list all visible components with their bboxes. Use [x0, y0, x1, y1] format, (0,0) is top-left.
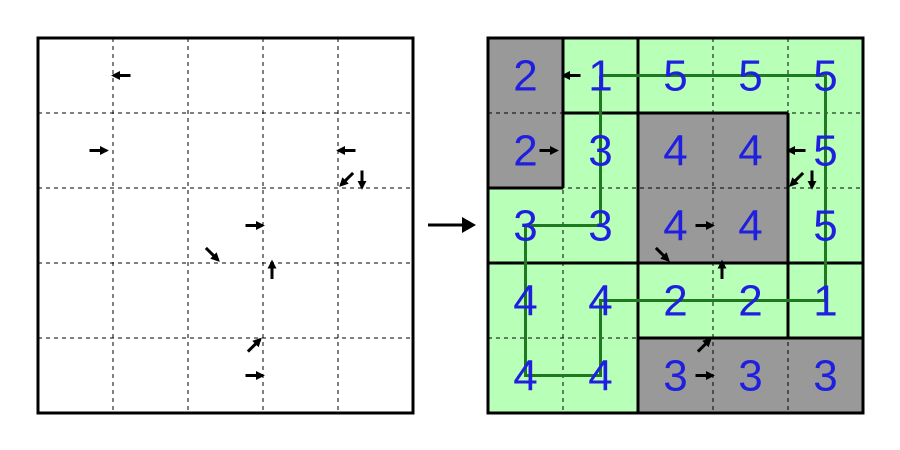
grid-cell [188, 113, 263, 188]
transition-arrow-head [462, 217, 476, 233]
grid-cell [263, 263, 338, 338]
cell-number: 3 [513, 202, 537, 251]
cell-number: 3 [663, 352, 687, 401]
grid-cell [38, 338, 113, 413]
grid-outer-border [36, 36, 415, 415]
grid-cell [113, 338, 188, 413]
cell-number: 3 [813, 352, 837, 401]
grid-cell [263, 188, 338, 263]
cell-number: 2 [513, 127, 537, 176]
solution-path [524, 74, 827, 377]
grid-cell [113, 188, 188, 263]
cell-number: 4 [588, 352, 612, 401]
arrow-clue-down-left [789, 171, 805, 187]
cell-number: 2 [513, 52, 537, 101]
arrow-clue-up-right [696, 337, 712, 353]
cell-number: 1 [588, 52, 612, 101]
shaded-cell [638, 113, 713, 188]
cell-number: 5 [813, 202, 837, 251]
puzzle-grid-solved: 2 1 5 5 5 2 3 4 4 5 3 3 4 4 5 4 4 2 2 1 4 4 3 3 3 [486, 36, 865, 415]
arrow-clue-down-right [654, 246, 670, 262]
cell-number: 5 [663, 52, 687, 101]
shaded-cell [788, 338, 863, 413]
grid-cell [38, 188, 113, 263]
cell-number: 4 [738, 127, 762, 176]
grid-cell [188, 263, 263, 338]
cell-number: 4 [663, 202, 687, 251]
cell-number: 4 [738, 202, 762, 251]
grid-cell [113, 113, 188, 188]
cell-number: 3 [738, 352, 762, 401]
cell-number: 5 [813, 127, 837, 176]
grid-cell [113, 263, 188, 338]
grid-cell [38, 38, 113, 113]
grid-cell [263, 338, 338, 413]
cell-number: 2 [738, 277, 762, 326]
grid-cell [188, 38, 263, 113]
cell-number: 3 [588, 202, 612, 251]
shaded-cell [488, 38, 563, 113]
arrow-clue-up-right [246, 337, 262, 353]
grid-cell [338, 38, 413, 113]
cell-number: 3 [588, 127, 612, 176]
shaded-cell [713, 188, 788, 263]
cell-number: 4 [588, 277, 612, 326]
shaded-cell [713, 113, 788, 188]
transition-arrow [428, 217, 476, 233]
arrow-clue-down-left [339, 171, 355, 187]
grid-cell [263, 38, 338, 113]
grid-cell [338, 188, 413, 263]
grid-cell [338, 338, 413, 413]
cell-number: 2 [663, 277, 687, 326]
grid-cell [263, 113, 338, 188]
cell-number: 4 [663, 127, 687, 176]
puzzle-grid-unsolved [36, 36, 415, 415]
cell-number: 5 [813, 52, 837, 101]
grid-outer-border [486, 36, 865, 415]
arrow-clue-down-right [204, 246, 220, 262]
cell-number: 1 [813, 277, 837, 326]
shaded-cell [713, 338, 788, 413]
cell-number: 4 [513, 277, 537, 326]
grid-cell [38, 263, 113, 338]
cell-number: 4 [513, 352, 537, 401]
cell-number: 5 [738, 52, 762, 101]
grid-cell [338, 263, 413, 338]
